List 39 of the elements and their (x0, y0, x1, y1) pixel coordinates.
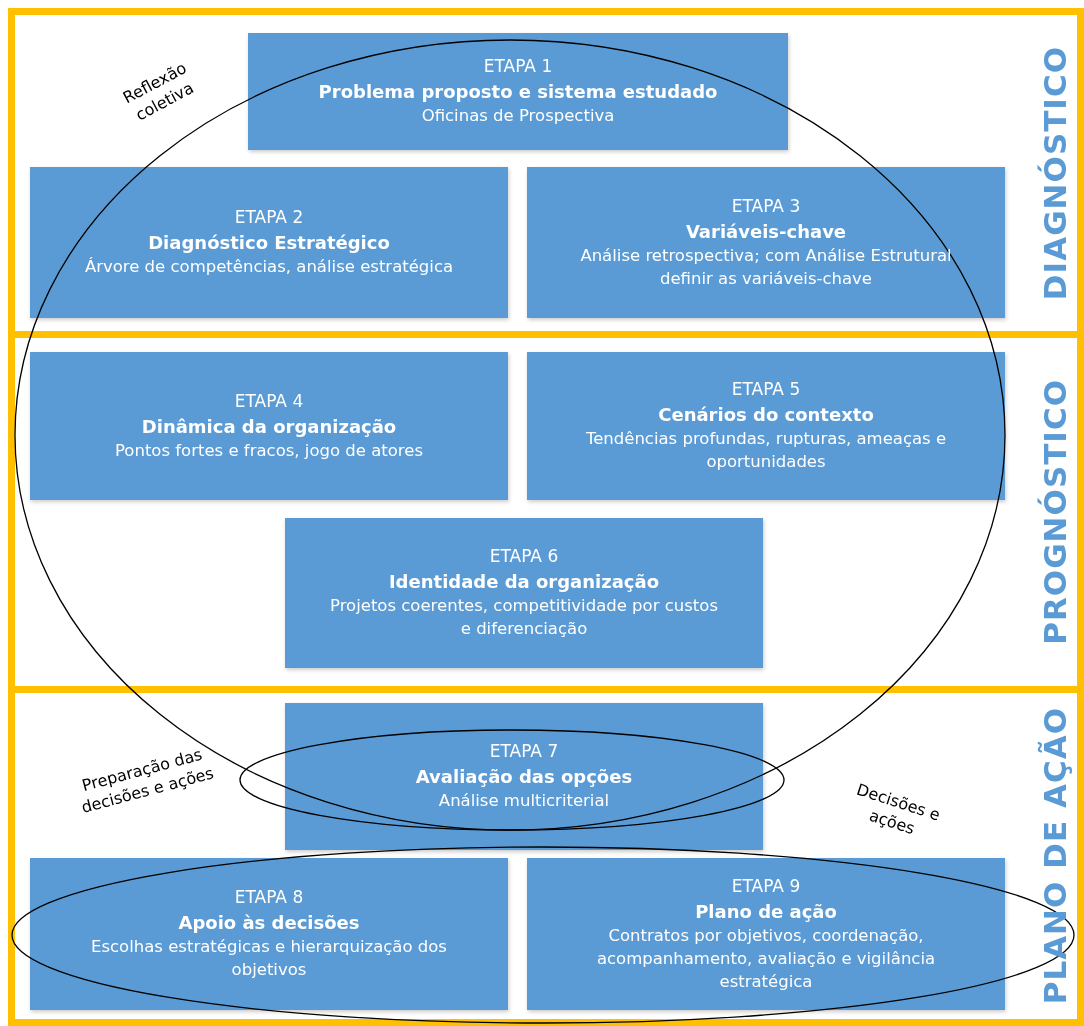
step-number: ETAPA 1 (483, 55, 553, 79)
step-number: ETAPA 2 (234, 206, 304, 230)
step-number: ETAPA 3 (731, 194, 801, 218)
section-title: PLANO DE AÇÃO (1037, 707, 1073, 1005)
step-box (285, 703, 763, 850)
step-title: Dinâmica da organização (141, 414, 397, 439)
step-box (527, 167, 1005, 318)
step-title: Diagnóstico Estratégico (148, 231, 390, 256)
step-number: ETAPA 8 (234, 886, 304, 910)
step-description: Árvore de competências, análise estratégica (84, 256, 454, 279)
section-title: DIAGNÓSTICO (1037, 45, 1073, 301)
step-title: Problema proposto e sistema estudado (318, 80, 718, 105)
section-title: PROGNÓSTICO (1037, 379, 1073, 645)
step-number: ETAPA 5 (731, 378, 801, 402)
step-box (527, 858, 1005, 1010)
step-description: Projetos coerentes, competitividade por custos e diferenciação (328, 595, 719, 641)
step-title: Apoio às decisões (178, 911, 360, 936)
step-box (285, 518, 763, 668)
step-number: ETAPA 9 (731, 874, 801, 898)
step-number: ETAPA 7 (489, 740, 559, 764)
step-box (248, 33, 788, 150)
step-description: Pontos fortes e fracos, jogo de atores (115, 439, 423, 462)
step-title: Plano de ação (695, 899, 837, 924)
step-title: Cenários do contexto (658, 403, 874, 428)
step-title: Avaliação das opções (415, 765, 633, 790)
step-box (527, 352, 1005, 500)
step-description: Análise multicriterial (438, 790, 610, 813)
step-number: ETAPA 4 (234, 389, 304, 413)
step-title: Identidade da organização (388, 570, 660, 595)
step-box (30, 858, 508, 1010)
step-description: Análise retrospectiva; com Análise Estrutural definir as variáveis-chave (579, 244, 953, 290)
step-title: Variáveis-chave (685, 219, 847, 244)
step-box (30, 352, 508, 500)
step-box (30, 167, 508, 318)
step-description: Escolhas estratégicas e hierarquização dos objetivos (90, 936, 448, 982)
step-description: Oficinas de Prospectiva (421, 105, 615, 128)
step-number: ETAPA 6 (489, 545, 559, 569)
step-description: Contratos por objetivos, coordenação, acompanhamento, avaliação e vigilância estratégica (595, 924, 937, 994)
step-description: Tendências profundas, rupturas, ameaças e oportunidades (584, 428, 948, 474)
